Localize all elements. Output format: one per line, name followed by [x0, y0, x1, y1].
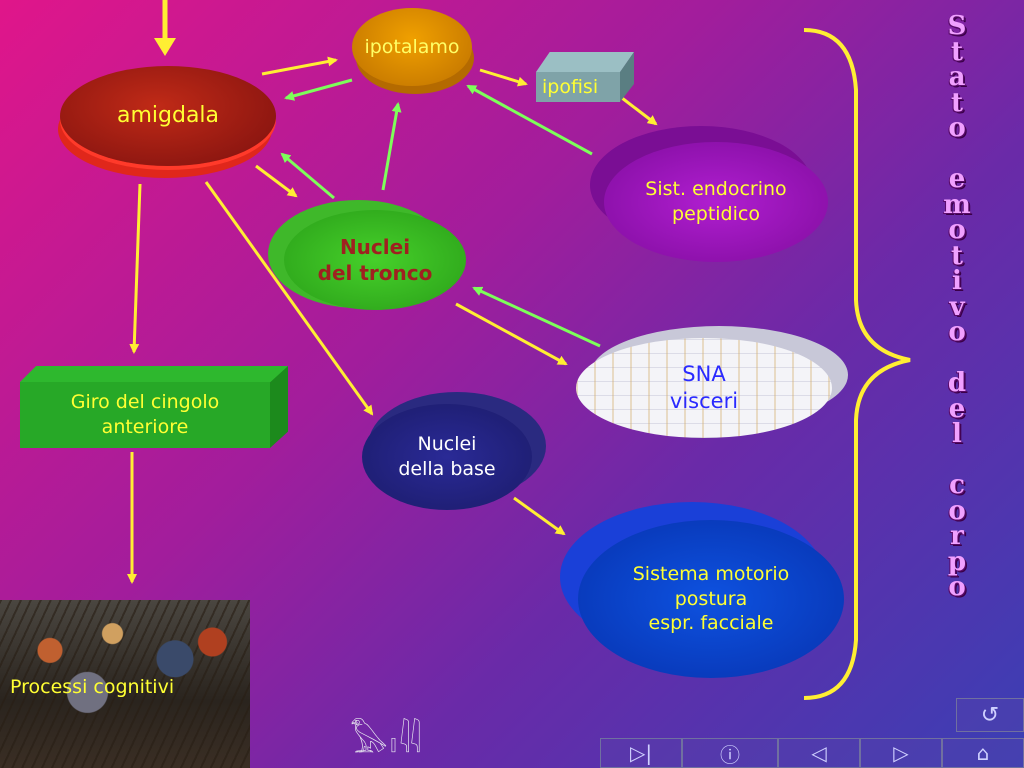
arrow-amig-giro	[129, 183, 142, 354]
node-amigdala[interactable]: amigdala	[60, 66, 276, 166]
forward-button[interactable]: ▷	[860, 738, 942, 768]
arrow-ipofisi-endo	[621, 96, 658, 126]
arrow-top-head	[154, 38, 176, 56]
return-button[interactable]: ↺	[956, 698, 1024, 732]
home-icon: ⌂	[976, 741, 990, 765]
arrow-ipo-ipofisi	[479, 68, 528, 87]
vertical-title-letter: d	[947, 368, 967, 398]
node-sna[interactable]: SNA visceri	[576, 338, 832, 438]
endocrino-label: Sist. endocrino peptidico	[645, 178, 787, 225]
node-ipotalamo[interactable]: ipotalamo	[352, 8, 472, 86]
hieroglyph-logo: 𓅃𓏤𓇌	[350, 721, 424, 761]
node-nuclei-tronco[interactable]: Nuclei del tronco	[284, 210, 466, 310]
giro-box-top	[20, 366, 288, 382]
info-icon: ⓘ	[720, 742, 740, 767]
node-endocrino[interactable]: Sist. endocrino peptidico	[604, 142, 828, 262]
vertical-title-letter: c	[949, 470, 965, 500]
vertical-title-letter: e	[948, 393, 966, 424]
vertical-title-letter: p	[947, 546, 967, 577]
giro-label: Giro del cingolo anteriore	[70, 391, 220, 438]
ipotalamo-label: ipotalamo	[364, 35, 460, 58]
back-icon: ◁	[811, 741, 827, 765]
vertical-title-letter: v	[949, 291, 965, 322]
crowd-photo[interactable]	[0, 600, 250, 768]
vertical-title-letter: i	[952, 266, 962, 296]
back-button[interactable]: ◁	[778, 738, 860, 768]
vertical-title-letter: S	[947, 11, 967, 41]
cognitivi-label: Processi cognitivi	[10, 676, 175, 698]
info-button[interactable]: ⓘ	[682, 738, 778, 768]
vertical-title-letter: t	[950, 36, 963, 67]
arrow-amig-ipo	[261, 56, 338, 76]
arrow-base-motor	[513, 496, 566, 536]
amigdala-label: amigdala	[116, 102, 220, 128]
vertical-title-letter: t	[950, 87, 963, 118]
vertical-title-letter: o	[948, 113, 966, 143]
ipofisi-label: ipofisi	[542, 75, 599, 98]
vertical-title-letter: e	[948, 164, 966, 194]
arrow-amig-tronco	[255, 164, 298, 198]
node-giro-cingolo[interactable]: Giro del cingolo anteriore	[20, 382, 270, 448]
vertical-title-letter: o	[948, 215, 966, 245]
arrow-sna-tronco	[472, 286, 601, 348]
vertical-title-letter: o	[948, 317, 966, 347]
vertical-title-letter: t	[950, 240, 963, 271]
arrow-endo-ipo	[466, 84, 593, 156]
vertical-title-letter: m	[943, 189, 971, 220]
node-nuclei-base[interactable]: Nuclei della base	[362, 404, 532, 510]
vertical-title-letter: l	[952, 419, 962, 449]
node-ipofisi[interactable]: ipofisi	[536, 72, 620, 102]
motor-label: Sistema motorio postura espr. facciale	[632, 562, 790, 635]
return-icon: ↺	[980, 702, 1000, 728]
end-icon: ▷|	[629, 741, 653, 765]
node-sistema-motorio[interactable]: Sistema motorio postura espr. facciale	[578, 520, 844, 678]
home-button[interactable]: ⌂	[942, 738, 1024, 768]
base-label: Nuclei della base	[398, 433, 496, 480]
end-button[interactable]: ▷|	[600, 738, 682, 768]
ipofisi-box-top	[536, 52, 634, 72]
arrow-ipo-amig	[284, 78, 353, 101]
vertical-title-letter: o	[948, 572, 966, 602]
vertical-title-letter: a	[948, 62, 966, 92]
giro-box-side	[270, 366, 288, 448]
forward-icon: ▷	[893, 741, 909, 765]
sna-label: SNA visceri	[669, 361, 739, 413]
arrow-tronco-sna	[455, 302, 568, 366]
arrow-amig-base	[204, 181, 374, 416]
arrow-tronco-ipo	[381, 102, 402, 191]
vertical-title-letter: o	[948, 495, 966, 526]
arrow-tronco-amig	[280, 152, 335, 200]
right-brace	[803, 28, 911, 700]
vertical-title-letter: r	[950, 521, 964, 551]
tronco-label: Nuclei del tronco	[317, 235, 433, 285]
